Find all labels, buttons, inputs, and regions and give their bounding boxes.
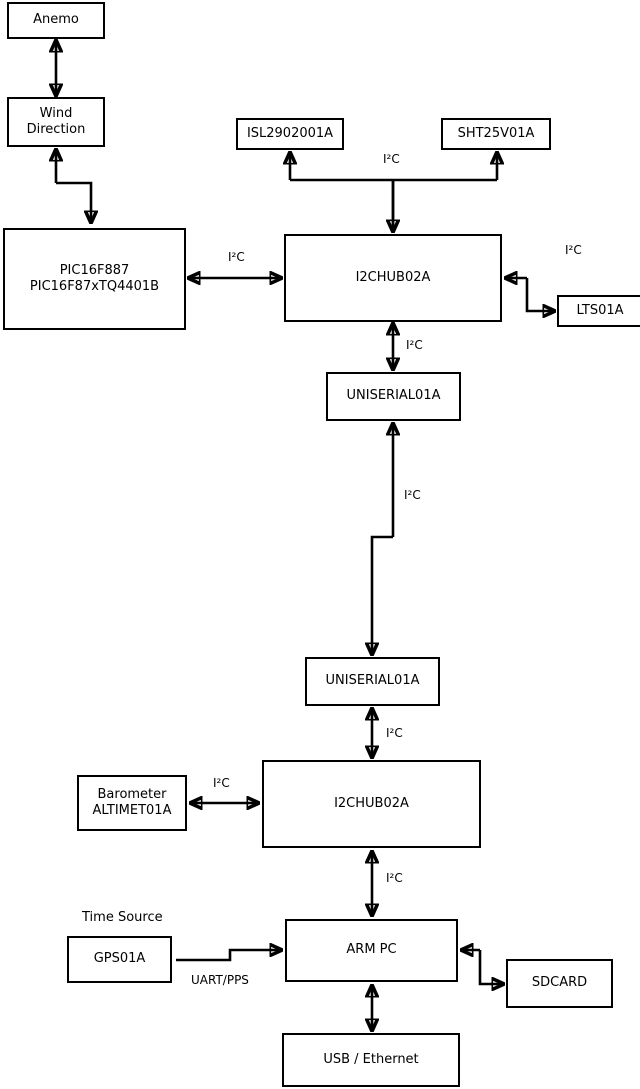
node-usb-ethernet-label: USB / Ethernet xyxy=(323,1051,419,1067)
node-sht25v01a-label: SHT25V01A xyxy=(457,125,535,141)
node-uniserial01a-bottom[interactable]: UNISERIAL01A xyxy=(305,657,440,706)
node-pic-mcu-label: PIC16F887 PIC16F87xTQ4401B xyxy=(29,262,160,294)
edge-label-i2c-uniserial-hub2: I²C xyxy=(386,726,403,740)
edge-label-i2c-pic-hub: I²C xyxy=(228,250,245,264)
node-anemo[interactable]: Anemo xyxy=(7,2,105,39)
node-lts01a[interactable]: LTS01A xyxy=(557,295,640,327)
node-usb-ethernet[interactable]: USB / Ethernet xyxy=(282,1033,460,1087)
wire-gps-armpc xyxy=(176,950,281,962)
node-barometer-altimet01a[interactable]: Barometer ALTIMET01A xyxy=(77,775,187,831)
node-arm-pc-label: ARM PC xyxy=(346,942,397,958)
node-wind-direction[interactable]: Wind Direction xyxy=(7,97,105,147)
edge-label-i2c-hub-sensors: I²C xyxy=(383,152,400,166)
edge-label-i2c-hub2-armpc: I²C xyxy=(386,871,403,885)
node-arm-pc[interactable]: ARM PC xyxy=(285,919,458,982)
wire-wind-to-pic-elbow xyxy=(56,181,91,222)
node-sdcard-label: SDCARD xyxy=(531,975,588,991)
node-sht25v01a[interactable]: SHT25V01A xyxy=(441,118,551,150)
label-time-source: Time Source xyxy=(82,910,163,925)
edge-label-i2c-uniserial-link: I²C xyxy=(404,488,421,502)
node-i2chub02a-top-label: I2CHUB02A xyxy=(355,269,431,285)
edge-label-i2c-hub-lts: I²C xyxy=(565,243,582,257)
node-i2chub02a-top[interactable]: I2CHUB02A xyxy=(284,234,502,322)
wire-armpc-sdcard-out xyxy=(478,950,503,984)
node-uniserial01a-bottom-label: UNISERIAL01A xyxy=(325,673,420,689)
wire-uniserial-down xyxy=(372,535,393,654)
node-pic-mcu[interactable]: PIC16F887 PIC16F87xTQ4401B xyxy=(3,228,186,330)
node-isl2902001a-label: ISL2902001A xyxy=(246,125,334,141)
node-gps01a-label: GPS01A xyxy=(93,951,146,967)
node-i2chub02a-bottom-label: I2CHUB02A xyxy=(334,795,409,811)
node-i2chub02a-bottom[interactable]: I2CHUB02A xyxy=(262,760,481,848)
wire-hub-to-lts-out xyxy=(525,278,554,311)
node-wind-direction-label: Wind Direction xyxy=(26,105,86,137)
edge-label-i2c-barometer-hub2: I²C xyxy=(213,776,230,790)
node-uniserial01a-top[interactable]: UNISERIAL01A xyxy=(326,372,461,421)
node-isl2902001a[interactable]: ISL2902001A xyxy=(236,118,344,150)
node-gps01a[interactable]: GPS01A xyxy=(67,936,172,983)
node-lts01a-label: LTS01A xyxy=(576,302,624,318)
node-anemo-label: Anemo xyxy=(33,12,79,28)
node-barometer-altimet01a-label: Barometer ALTIMET01A xyxy=(92,786,172,818)
node-uniserial01a-top-label: UNISERIAL01A xyxy=(346,388,441,404)
node-sdcard[interactable]: SDCARD xyxy=(506,959,613,1008)
edge-label-uart-pps: UART/PPS xyxy=(191,973,249,987)
edge-label-i2c-hub-uniserial: I²C xyxy=(406,338,423,352)
